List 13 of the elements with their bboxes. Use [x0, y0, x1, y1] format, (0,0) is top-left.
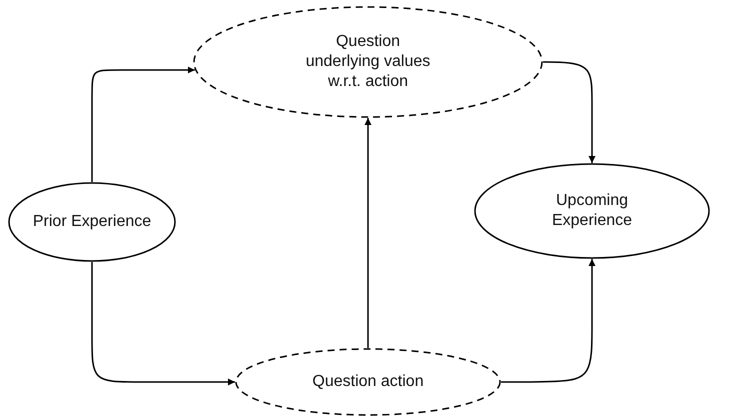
node-label: Question underlying values w.r.t. action: [304, 32, 432, 92]
arrow: [364, 118, 372, 348]
node-label: Upcoming Experience: [550, 191, 634, 231]
arrow: [501, 259, 596, 383]
node-label: Prior Experience: [32, 212, 152, 232]
ellipse-node: [8, 182, 176, 262]
arrow: [91, 66, 195, 182]
ellipse-node: [235, 348, 501, 416]
ellipse-node: [193, 6, 543, 118]
arrow: [91, 262, 235, 386]
ellipse-node: [474, 163, 710, 259]
node-label: Question action: [311, 372, 425, 392]
arrow: [543, 61, 596, 163]
